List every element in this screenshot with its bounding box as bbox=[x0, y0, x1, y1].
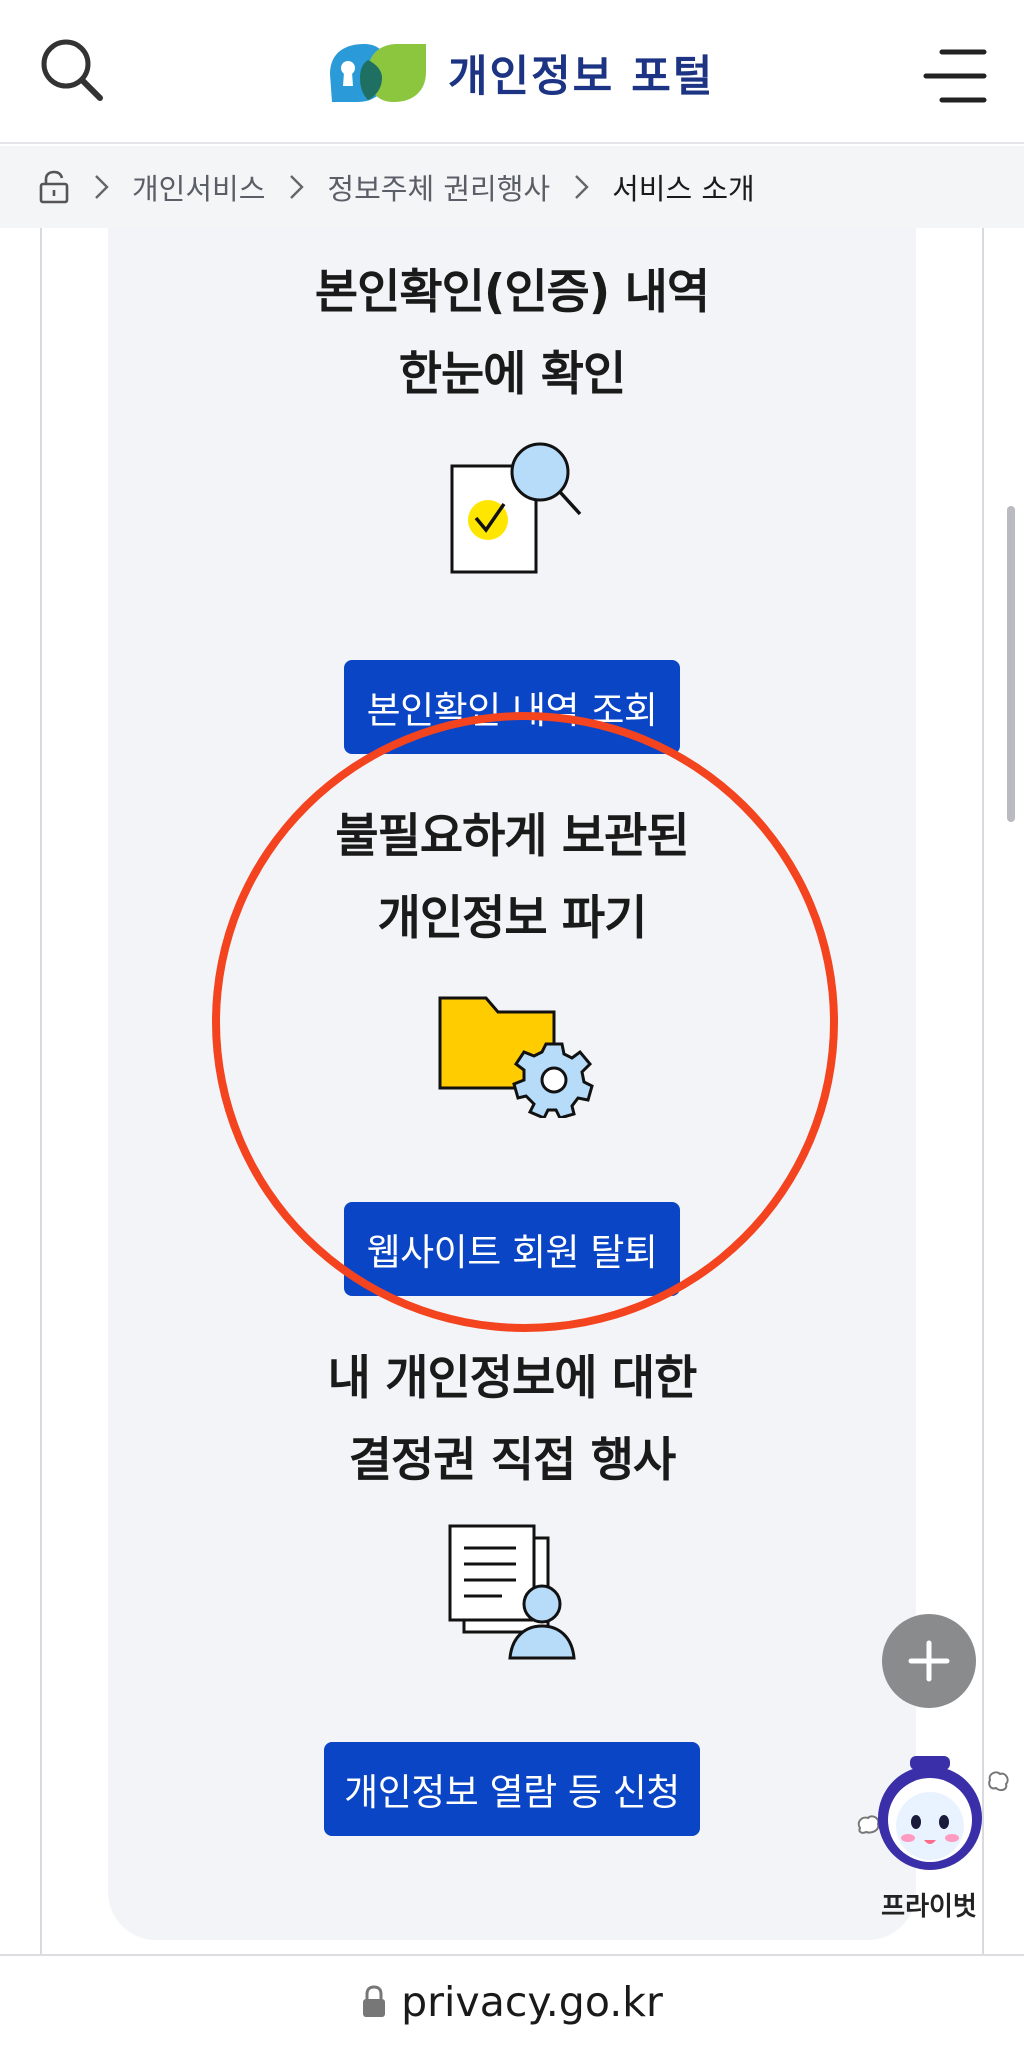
breadcrumb: 개인서비스 정보주체 권리행사 서비스 소개 bbox=[0, 146, 1024, 228]
service-card: 본인확인(인증) 내역 한눈에 확인 본인확인 내역 조회 불필요하게 보관된 … bbox=[108, 228, 916, 1940]
logo-keyhole-icon bbox=[330, 44, 426, 102]
breadcrumb-item-personal-services[interactable]: 개인서비스 bbox=[132, 172, 266, 206]
divider-left bbox=[40, 228, 42, 1954]
scrollbar[interactable] bbox=[1007, 506, 1015, 822]
chevron-right-icon bbox=[290, 175, 305, 199]
expand-fab-button[interactable] bbox=[882, 1614, 976, 1708]
service-identity-check: 본인확인(인증) 내역 한눈에 확인 bbox=[108, 252, 916, 416]
mascot-chatbot-icon[interactable] bbox=[856, 1756, 1012, 1882]
chevron-right-icon bbox=[575, 175, 589, 199]
search-button[interactable] bbox=[36, 34, 106, 104]
lock-home-icon[interactable] bbox=[38, 170, 70, 204]
service-title: 불필요하게 보관된 개인정보 파기 bbox=[335, 809, 689, 946]
site-logo[interactable]: 개인정보 포털 bbox=[326, 38, 714, 108]
breadcrumb-item-data-subject-rights[interactable]: 정보주체 권리행사 bbox=[327, 172, 551, 206]
browser-url-bar[interactable]: privacy.go.kr bbox=[0, 1954, 1024, 2048]
service-title: 내 개인정보에 대한 결정권 직접 행사 bbox=[327, 1351, 698, 1488]
hamburger-menu-icon bbox=[923, 49, 987, 103]
mascot-label[interactable]: 프라이벗 bbox=[881, 1892, 977, 1922]
url-text: privacy.go.kr bbox=[401, 1978, 663, 2026]
divider-right bbox=[982, 228, 984, 1954]
logo-text: 개인정보 포털 bbox=[448, 52, 715, 102]
document-search-check-icon bbox=[450, 442, 582, 574]
menu-button[interactable] bbox=[922, 46, 988, 106]
site-header: 개인정보 포털 bbox=[0, 0, 1024, 144]
search-icon bbox=[41, 39, 103, 101]
document-person-icon bbox=[448, 1524, 576, 1660]
breadcrumb-item-current: 서비스 소개 bbox=[612, 172, 755, 206]
identity-history-button[interactable]: 본인확인 내역 조회 bbox=[344, 660, 680, 754]
lock-icon bbox=[363, 1985, 386, 2017]
service-data-deletion: 불필요하게 보관된 개인정보 파기 bbox=[108, 796, 916, 960]
plus-icon bbox=[908, 1640, 950, 1682]
data-access-request-button[interactable]: 개인정보 열람 등 신청 bbox=[324, 1742, 700, 1836]
service-rights-exercise: 내 개인정보에 대한 결정권 직접 행사 bbox=[108, 1338, 916, 1502]
website-withdrawal-button[interactable]: 웹사이트 회원 탈퇴 bbox=[344, 1202, 680, 1296]
chevron-right-icon bbox=[95, 175, 109, 199]
service-title: 본인확인(인증) 내역 한눈에 확인 bbox=[314, 265, 710, 402]
folder-gear-icon bbox=[438, 996, 594, 1118]
content-area: 본인확인(인증) 내역 한눈에 확인 본인확인 내역 조회 불필요하게 보관된 … bbox=[0, 228, 1024, 1954]
